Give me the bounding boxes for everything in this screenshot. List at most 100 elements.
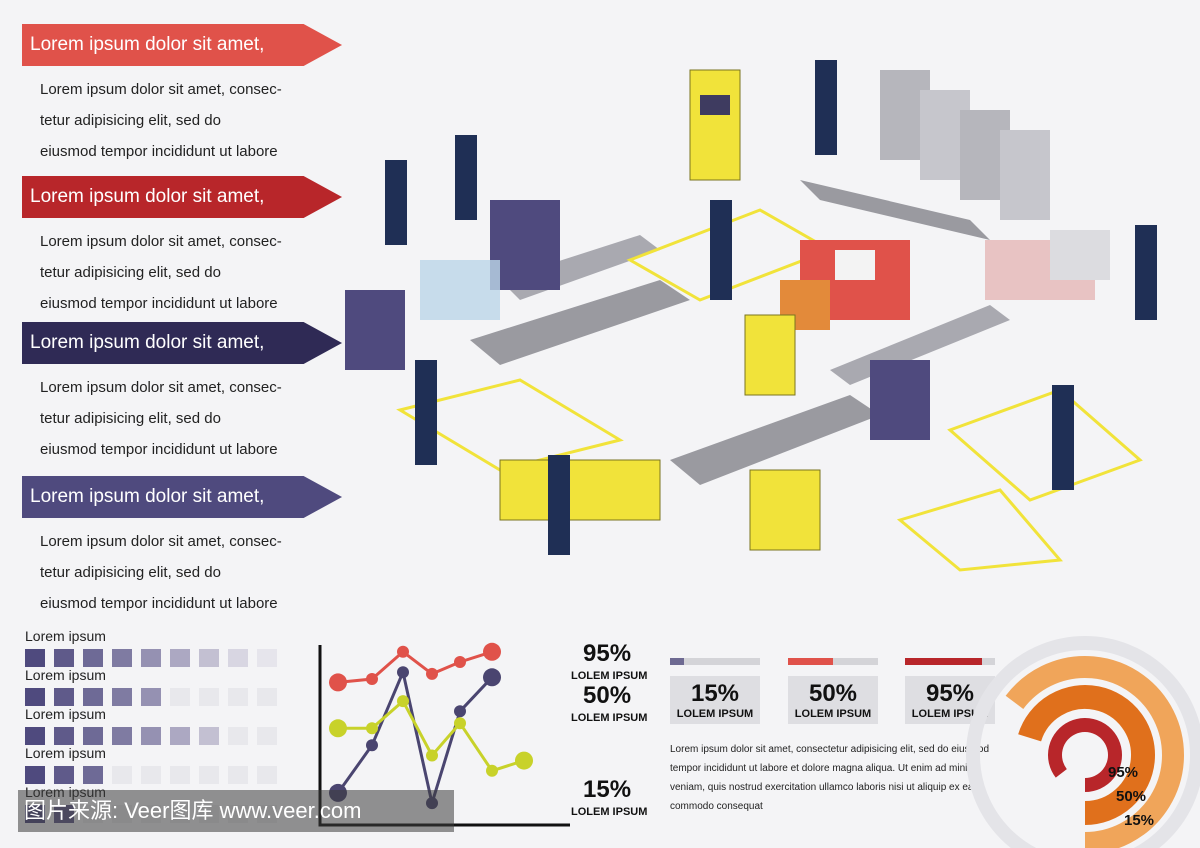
watermark: 图片来源: Veer图库 www.veer.com [18, 790, 454, 832]
grid-square [54, 766, 74, 784]
section-paragraph: Lorem ipsum dolor sit amet, consec-tetur… [40, 526, 330, 619]
grid-square [25, 688, 45, 706]
paragraph-line: Lorem ipsum dolor sit amet, consec- [40, 233, 282, 250]
series-point [397, 645, 409, 658]
series-point [483, 642, 501, 661]
paragraph-line: Lorem ipsum dolor sit amet, consec- [40, 81, 282, 98]
grid-square [83, 727, 103, 745]
section-paragraph: Lorem ipsum dolor sit amet, consec-tetur… [40, 226, 330, 319]
grid-row [25, 766, 277, 784]
grid-square [112, 649, 132, 667]
grid-square [83, 649, 103, 667]
series-point [329, 719, 347, 738]
stat-bar [670, 658, 760, 665]
grid-square [170, 688, 190, 706]
grid-square [54, 727, 74, 745]
line-label-value: 95% [583, 640, 632, 667]
grid-square [112, 766, 132, 784]
donut-arc [1005, 656, 1184, 848]
donut-label: 95% [1108, 764, 1139, 781]
stat-value: 15% [690, 680, 740, 707]
paragraph-line: tetur adipisicing elit, sed do [40, 410, 221, 427]
grid-square [141, 727, 161, 745]
bottom-paragraph: Lorem ipsum dolor sit amet, consectetur … [670, 744, 990, 812]
series-point [366, 739, 378, 752]
series-point [397, 695, 409, 708]
workers [385, 60, 1157, 555]
machines [345, 69, 1110, 551]
grid-square [199, 688, 219, 706]
donut-arc [1048, 718, 1122, 792]
grid-square [54, 688, 74, 706]
grid-square [199, 766, 219, 784]
donut-label: 15% [1124, 812, 1155, 829]
paragraph-line: tetur adipisicing elit, sed do [40, 112, 221, 129]
stat-label: LOLEM IPSUM [794, 708, 872, 720]
section-banner: Lorem ipsum dolor sit amet, [22, 176, 342, 218]
section-paragraph: Lorem ipsum dolor sit amet, consec-tetur… [40, 372, 330, 465]
grid-row-label: Lorem ipsum [25, 628, 106, 644]
grid-square [257, 688, 277, 706]
grid-square [199, 649, 219, 667]
grid-square [54, 649, 74, 667]
line-label-sub: LOLEM IPSUM [571, 806, 648, 818]
grid-square [83, 688, 103, 706]
stat-value: 95% [925, 680, 975, 707]
donut-track [966, 636, 1200, 848]
grid-square [199, 727, 219, 745]
stat-label: LOLEM IPSUM [676, 708, 754, 720]
grid-square [25, 649, 45, 667]
grid-square [25, 727, 45, 745]
donut-label: 50% [1116, 788, 1147, 805]
paragraph-line: eiusmod tempor incididunt ut labore [40, 143, 278, 160]
grid-row [25, 727, 277, 745]
paragraph-line: tetur adipisicing elit, sed do [40, 264, 221, 281]
stat-box: 15%LOLEM IPSUM [670, 676, 760, 724]
series-point [366, 722, 378, 735]
stat-box: 50%LOLEM IPSUM [788, 676, 878, 724]
grid-square [170, 727, 190, 745]
line-label-sub: LOLEM IPSUM [571, 712, 648, 724]
series-point [483, 668, 501, 687]
stat-label: LOLEM IPSUM [911, 708, 989, 720]
grid-square [170, 649, 190, 667]
grid-square [228, 649, 248, 667]
series-point [426, 749, 438, 762]
section-paragraph: Lorem ipsum dolor sit amet, consec-tetur… [40, 74, 330, 167]
section-banner: Lorem ipsum dolor sit amet, [22, 24, 342, 66]
grid-square [228, 688, 248, 706]
series-line [336, 667, 494, 809]
grid-square [257, 649, 277, 667]
grid-square [141, 766, 161, 784]
grid-square [83, 766, 103, 784]
stat-bar-fill [905, 658, 982, 665]
grid-square [25, 766, 45, 784]
series-point [454, 705, 466, 718]
series-point [486, 764, 498, 777]
donut-arc [1018, 685, 1155, 825]
grid-row-label: Lorem ipsum [25, 706, 106, 722]
paragraph-line: tetur adipisicing elit, sed do [40, 564, 221, 581]
series-point [329, 673, 347, 692]
stat-bar-fill [788, 658, 833, 665]
grid-row-label: Lorem ipsum [25, 667, 106, 683]
series-point [454, 717, 466, 730]
grid-square [228, 727, 248, 745]
section-banner: Lorem ipsum dolor sit amet, [22, 476, 342, 518]
grid-square [170, 766, 190, 784]
grid-row [25, 688, 277, 706]
grid-square [228, 766, 248, 784]
paragraph-line: eiusmod tempor incididunt ut labore [40, 595, 278, 612]
paragraph-line: eiusmod tempor incididunt ut labore [40, 295, 278, 312]
series-point [454, 656, 466, 668]
grid-row [25, 649, 277, 667]
paragraph-line: Lorem ipsum dolor sit amet, consec- [40, 533, 282, 550]
grid-square [257, 727, 277, 745]
grid-square [141, 649, 161, 667]
series-point [397, 666, 409, 679]
grid-row-label: Lorem ipsum [25, 745, 106, 761]
series-point [366, 673, 378, 685]
grid-square [112, 727, 132, 745]
